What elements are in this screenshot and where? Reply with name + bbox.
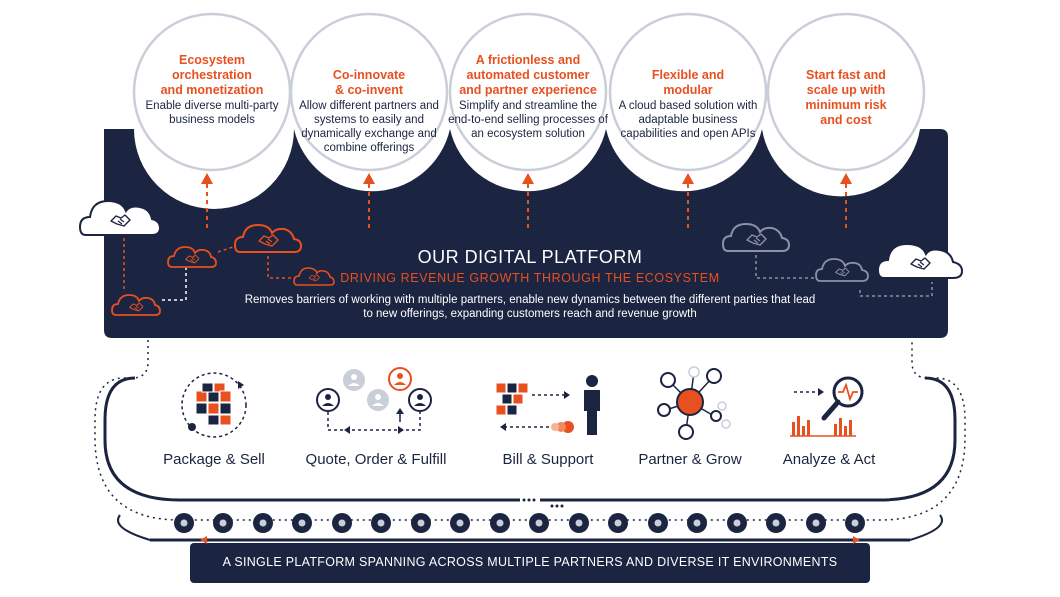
pillar-circle [289,12,449,172]
capability-label-bill-support: Bill & Support [502,451,594,468]
pillar-title: Flexible and modular [651,68,725,97]
right-cloud-network [721,222,964,297]
pillar-circles [132,12,926,172]
capability-label-package-sell: Package & Sell [163,451,265,468]
footer-bar [190,543,870,583]
magnifier-chart-icon [790,376,864,437]
people-flow-icon [316,367,432,434]
capability-label-partner-grow: Partner & Grow [638,451,742,468]
pillar-circle [766,12,926,172]
pillar-title: Ecosystem orchestration and monetization [160,53,264,97]
pillar-desc: Allow different partners and systems to … [299,100,439,154]
footer-text: A SINGLE PLATFORM SPANNING ACROSS MULTIP… [222,555,838,569]
pillar-circle [608,12,768,172]
left-cloud-network [78,199,335,316]
cloud-handshake-icon [293,267,335,286]
platform-title: OUR DIGITAL PLATFORM [417,247,643,267]
cubes-cycle-icon [181,372,247,438]
conveyor-rollers [174,513,865,533]
platform-description: Removes barriers of working with multipl… [244,294,816,320]
pillar-text: Flexible and modular A cloud based solut… [612,68,764,141]
cubes-person-icon [495,375,600,435]
pillar-desc: Enable diverse multi-party business mode… [145,100,279,126]
pillar-desc: Simplify and streamline the end-to-end s… [448,100,608,140]
platform-subtitle: DRIVING REVENUE GROWTH THROUGH THE ECOSY… [340,271,720,285]
pillar-text: Start fast and scale up with minimum ris… [780,68,912,129]
cloud-handshake-icon [111,294,161,316]
pillar-title: Start fast and scale up with minimum ris… [805,68,887,127]
cloud-handshake-icon [815,258,869,282]
network-hub-icon [657,366,731,440]
pillar-arrows [201,173,852,228]
pillar-circle [448,12,608,172]
cloud-handshake-icon [78,199,162,236]
pillar-desc: A cloud based solution with adaptable bu… [618,100,758,140]
pillar-title: A frictionless and automated customer an… [459,53,597,97]
cloud-handshake-icon [721,222,791,252]
capability-label-quote-order-fulfill: Quote, Order & Fulfill [305,451,447,468]
cloud-handshake-icon [233,223,303,253]
pillar-title: Co-innovate & co-invent [332,68,406,97]
conveyor-loop [94,340,966,542]
cloud-handshake-icon [876,242,964,279]
pillar-text: A frictionless and automated customer an… [448,53,608,141]
capability-label-analyze-act: Analyze & Act [782,451,876,468]
pillar-text: Ecosystem orchestration and monetization… [134,53,290,127]
cloud-handshake-icon [167,246,217,268]
conveyor-dots [522,498,564,508]
pillar-text: Co-innovate & co-invent Allow different … [296,68,442,155]
